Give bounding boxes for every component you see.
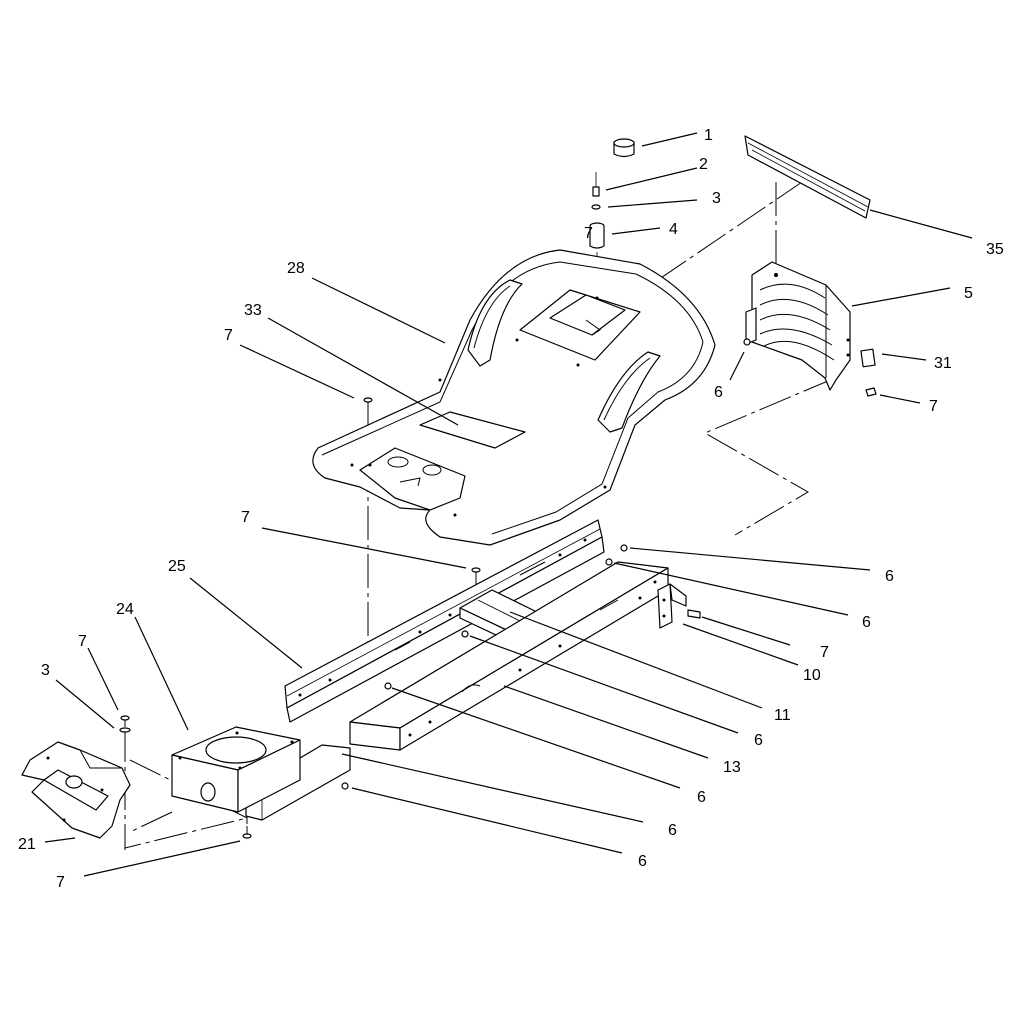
callout-2: 2 — [699, 156, 708, 173]
callout-6-front-1: 6 — [668, 822, 677, 839]
callout-7-frame: 7 — [241, 509, 250, 526]
callout-7-bracket: 7 — [820, 644, 829, 661]
callout-7-pivot: 7 — [584, 225, 593, 242]
callout-33: 33 — [244, 302, 262, 319]
nut-6-right-2 — [605, 558, 613, 566]
rear-shield-5 — [745, 261, 851, 391]
callout-6-right-2: 6 — [862, 614, 871, 631]
callout-35: 35 — [986, 241, 1004, 258]
callout-6-right-1: 6 — [885, 568, 894, 585]
callout-3: 3 — [712, 190, 721, 207]
leader-lines — [44, 132, 973, 877]
nut-6-front-2 — [341, 782, 349, 790]
callout-6-shield: 6 — [714, 384, 723, 401]
bracket-10 — [657, 583, 687, 629]
callout-6-front-2: 6 — [638, 853, 647, 870]
callout-31: 31 — [934, 355, 952, 372]
screw-7-left — [120, 715, 130, 727]
callout-3-left: 3 — [41, 662, 50, 679]
nut-6-right-1 — [620, 544, 628, 552]
nut-6-crossmember — [461, 630, 469, 638]
screw-7-seat — [363, 397, 373, 410]
callout-11: 11 — [774, 707, 791, 724]
fender-deck-28 — [312, 249, 716, 546]
front-bracket-21 — [21, 741, 131, 839]
callout-1: 1 — [704, 127, 713, 144]
nut-6-shield — [743, 338, 751, 346]
callout-7-shield: 7 — [929, 398, 938, 415]
screw-7-bottom — [242, 826, 252, 839]
decal-31 — [860, 348, 876, 368]
callout-10: 10 — [803, 667, 821, 684]
screw-7-frame — [471, 567, 481, 580]
callout-7-left: 7 — [78, 633, 87, 650]
fasteners — [119, 338, 877, 839]
nut-6-rail — [384, 682, 392, 690]
callout-25: 25 — [168, 558, 186, 575]
callout-4: 4 — [669, 221, 678, 238]
callout-6-crossmember: 6 — [754, 732, 763, 749]
brace-bar-35 — [744, 135, 871, 219]
left-rail-25 — [284, 519, 605, 723]
callout-labels: 1 2 3 4 7 35 28 5 33 7 6 31 7 7 25 6 6 2… — [18, 127, 1004, 891]
callout-13: 13 — [723, 759, 741, 776]
front-frame-extension — [245, 744, 351, 821]
callout-28: 28 — [287, 260, 305, 277]
screw-7-shield — [865, 387, 877, 397]
screw-7-bracket — [687, 609, 701, 619]
callout-6-rail: 6 — [697, 789, 706, 806]
callout-7-bottom: 7 — [56, 874, 65, 891]
callout-21: 21 — [18, 836, 36, 853]
callout-7-seat: 7 — [224, 327, 233, 344]
callout-24: 24 — [116, 601, 134, 618]
callout-5: 5 — [964, 285, 973, 302]
mount-plate-24 — [171, 726, 301, 813]
washer-3-left — [119, 727, 131, 733]
